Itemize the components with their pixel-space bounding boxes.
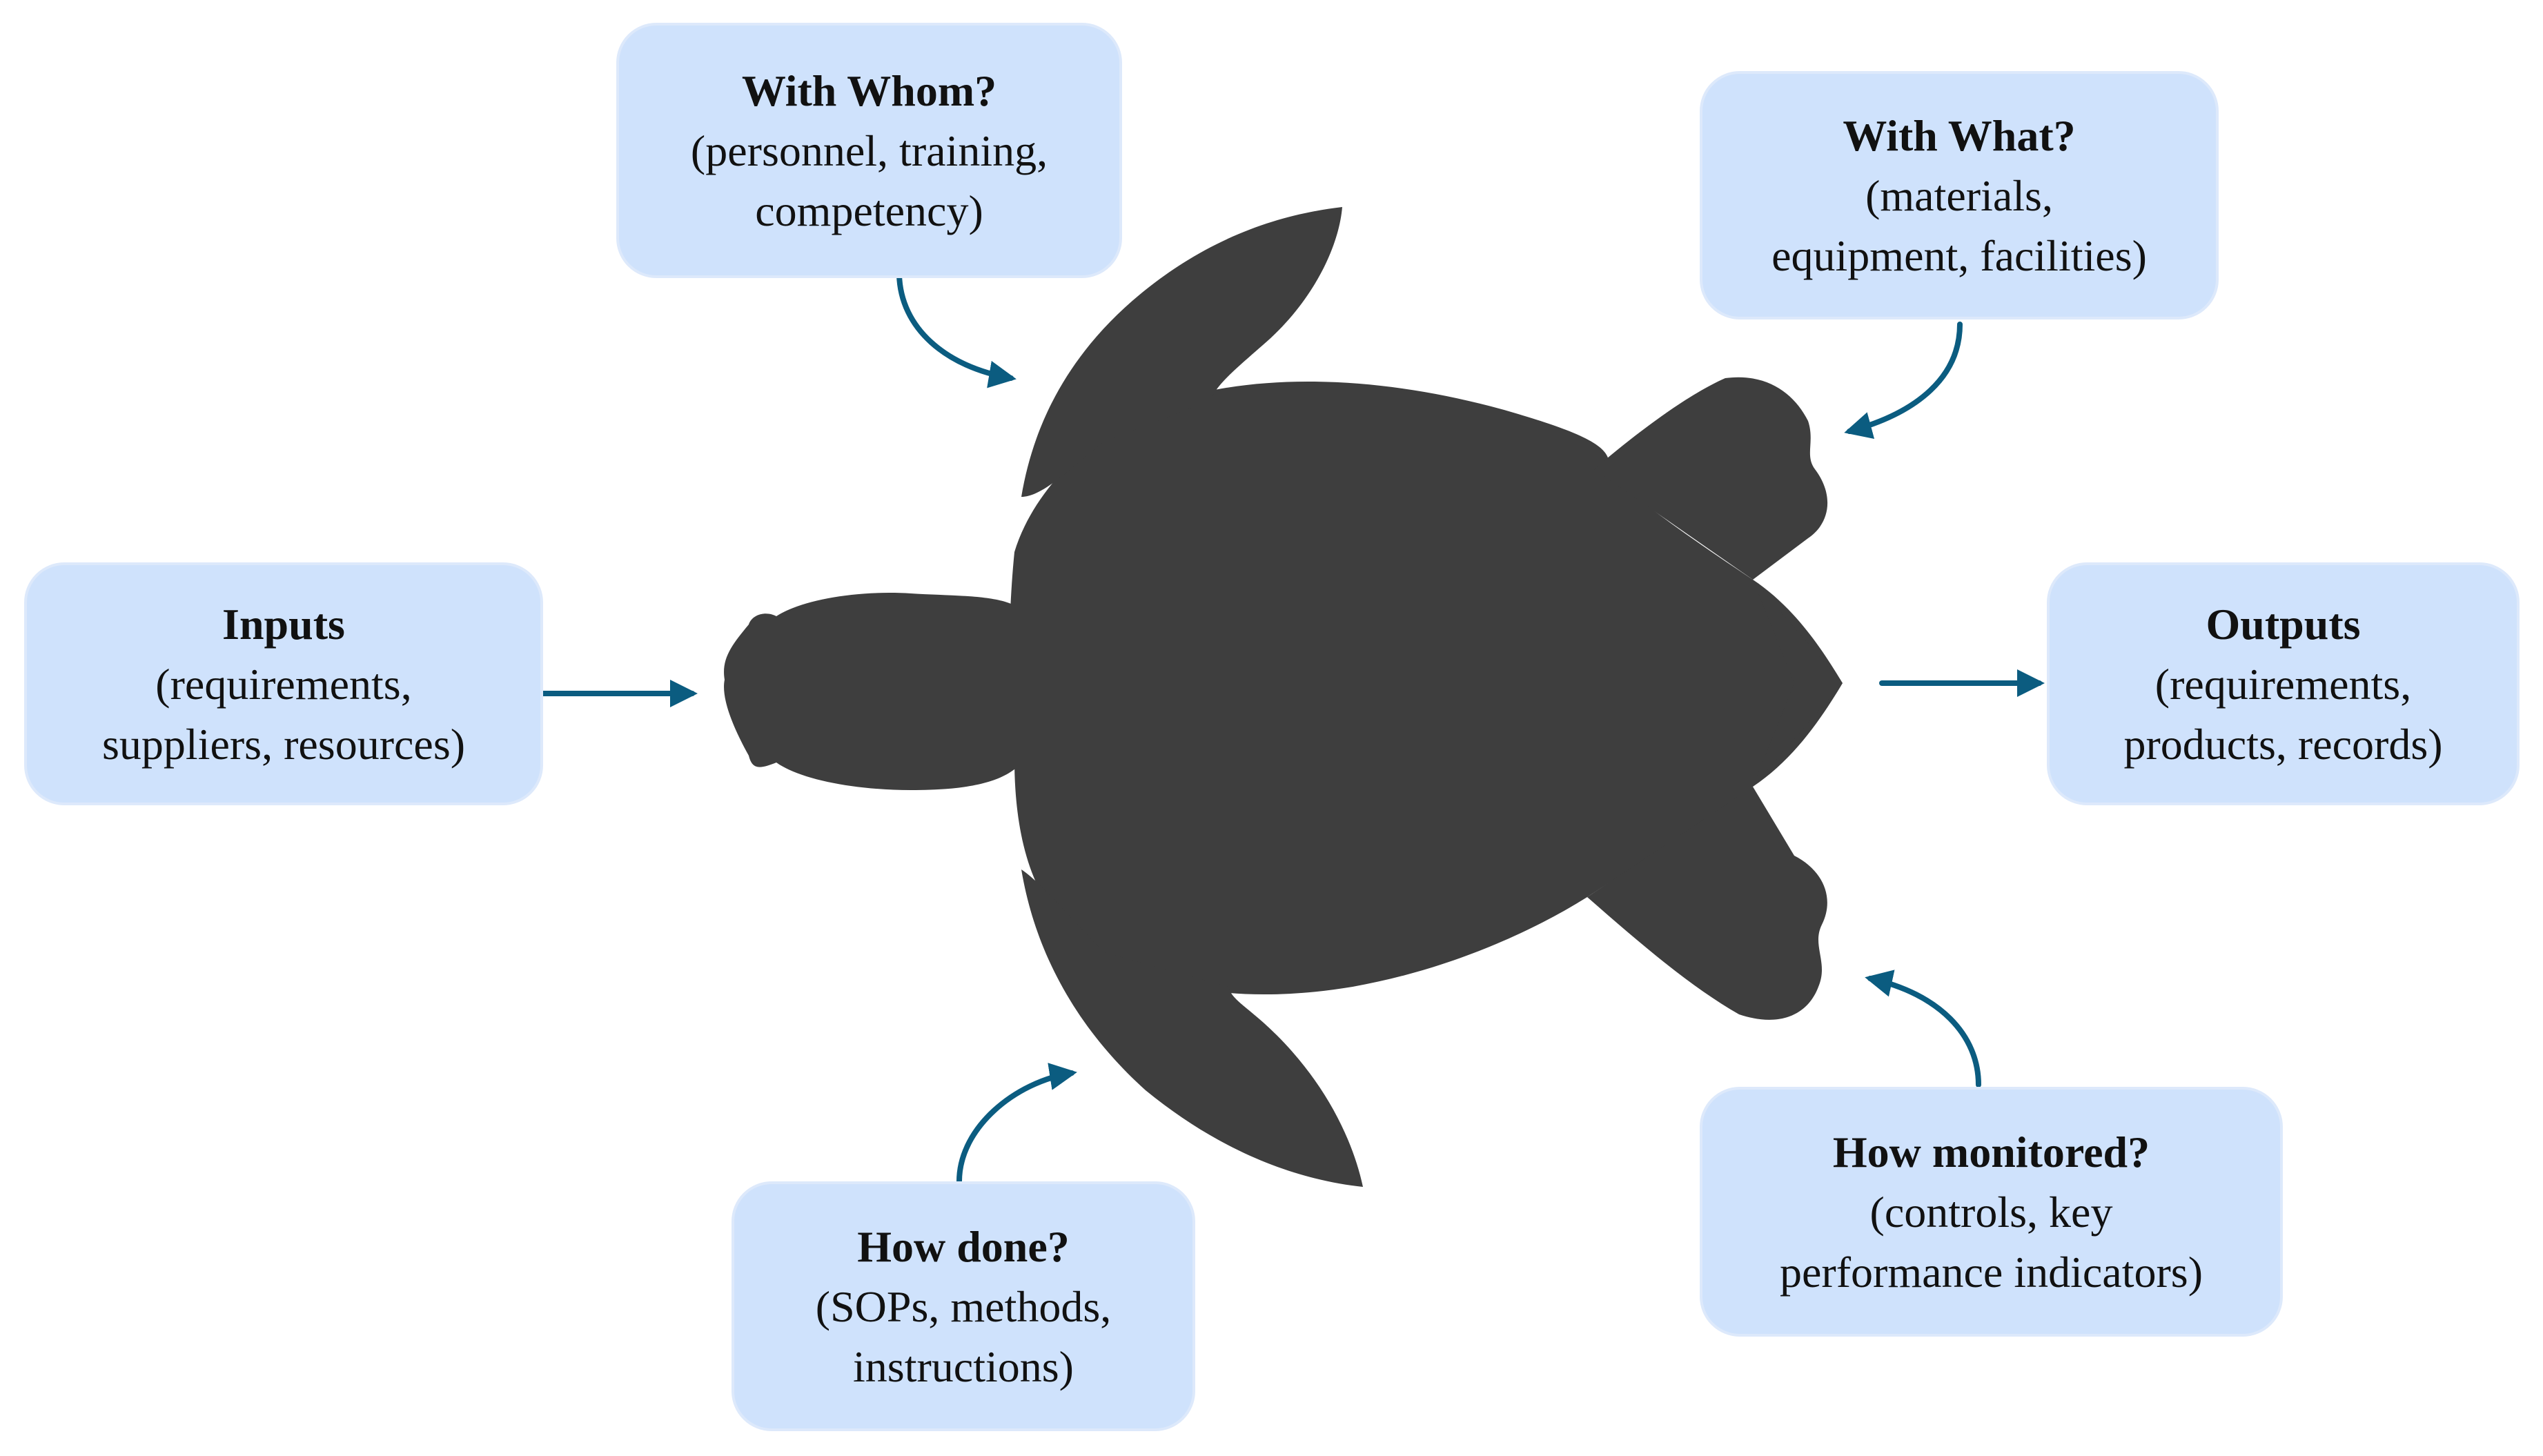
- arrow-with-what: [1844, 322, 1963, 439]
- with-what-box: With What? (materials, equipment, facili…: [1700, 71, 2219, 319]
- how-done-box: How done? (SOPs, methods, instructions): [732, 1181, 1195, 1431]
- turtle-rear-flipper-bottom: [1587, 787, 1827, 1020]
- arrows: [534, 272, 2045, 1184]
- with-whom-box: With Whom? (personnel, training, compete…: [616, 23, 1122, 278]
- turtle-head: [724, 593, 1028, 790]
- with-what-line-1: (materials,: [1865, 170, 2053, 220]
- turtle-front-flipper-top: [1021, 207, 1342, 497]
- inputs-line-2: suppliers, resources): [101, 719, 466, 769]
- with-what-title: With What?: [1843, 110, 2076, 160]
- with-whom-title: With Whom?: [741, 66, 997, 115]
- outputs-line-1: (requirements,: [2154, 659, 2412, 709]
- inputs-line-1: (requirements,: [155, 659, 412, 709]
- outputs-box: Outputs (requirements, products, records…: [2047, 562, 2520, 805]
- how-monitored-line-2: performance indicators): [1779, 1247, 2203, 1297]
- inputs-title: Inputs: [222, 599, 345, 649]
- arrow-how-monitored: [1865, 970, 1981, 1088]
- arrow-with-whom: [896, 272, 1017, 388]
- how-done-line-2: instructions): [853, 1341, 1074, 1391]
- outputs-line-2: products, records): [2123, 719, 2443, 769]
- how-done-title: How done?: [857, 1221, 1070, 1271]
- arrow-how-done: [956, 1063, 1077, 1184]
- with-whom-line-2: competency): [755, 186, 983, 235]
- with-whom-line-1: (personnel, training,: [690, 126, 1048, 175]
- turtle-rear-flipper-top: [1594, 377, 1828, 580]
- turtle-shell: [1009, 381, 1843, 995]
- how-monitored-box: How monitored? (controls, key performanc…: [1700, 1087, 2283, 1337]
- turtle-tail: [1753, 580, 1843, 787]
- how-monitored-line-1: (controls, key: [1869, 1187, 2113, 1237]
- outputs-title: Outputs: [2206, 599, 2361, 649]
- how-monitored-title: How monitored?: [1832, 1127, 2150, 1177]
- with-what-line-2: equipment, facilities): [1771, 230, 2147, 280]
- turtle-silhouette: [724, 207, 1843, 1187]
- turtle-front-flipper-bottom: [1021, 869, 1363, 1187]
- how-done-line-1: (SOPs, methods,: [815, 1281, 1112, 1331]
- inputs-box: Inputs (requirements, suppliers, resourc…: [24, 562, 543, 805]
